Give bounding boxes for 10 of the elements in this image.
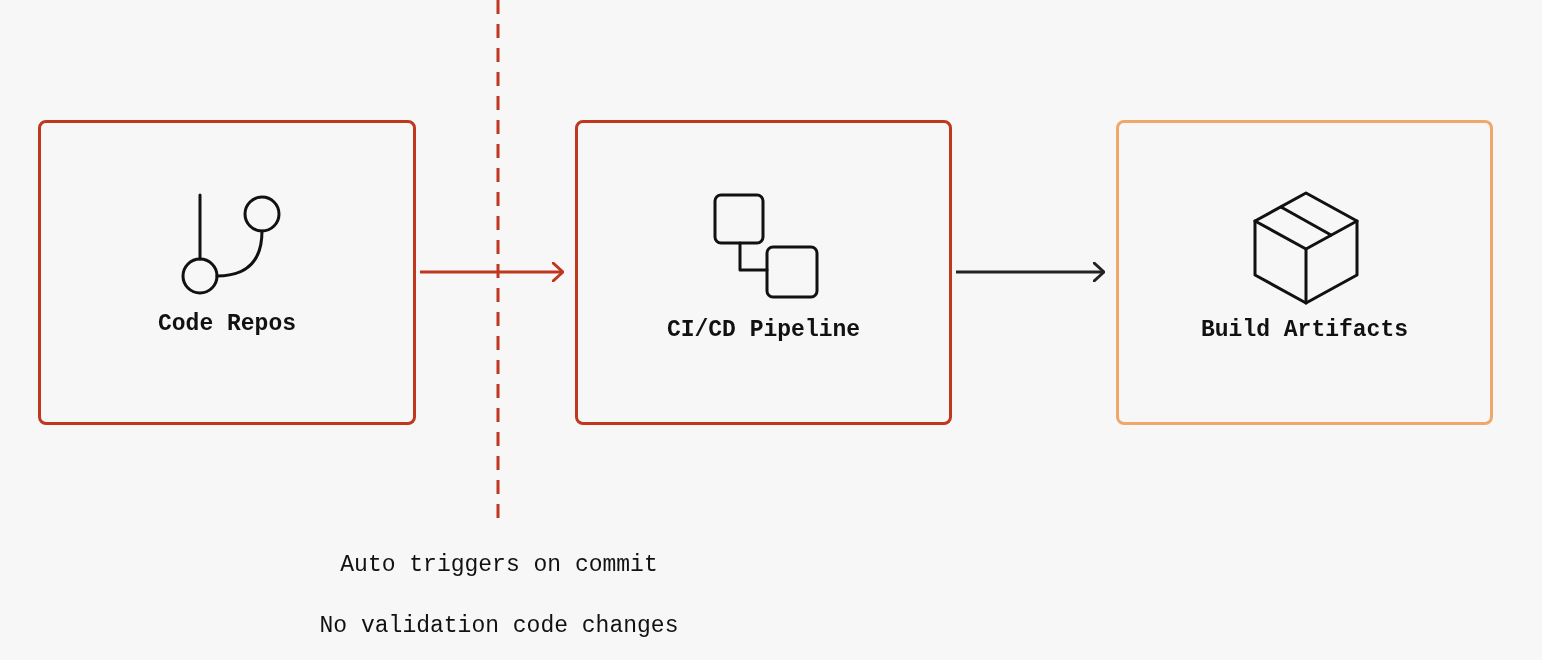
note-text: No validation code changes (319, 613, 679, 639)
note-text: Auto triggers on commit (340, 552, 658, 578)
arrow (956, 261, 1106, 283)
process-box (1116, 120, 1493, 425)
node-label: CI/CD Pipeline (665, 317, 862, 343)
process-box (575, 120, 952, 425)
node-label: Code Repos (157, 311, 297, 337)
arrow (420, 261, 565, 283)
process-box (38, 120, 416, 425)
node-label: Build Artifacts (1199, 317, 1409, 343)
